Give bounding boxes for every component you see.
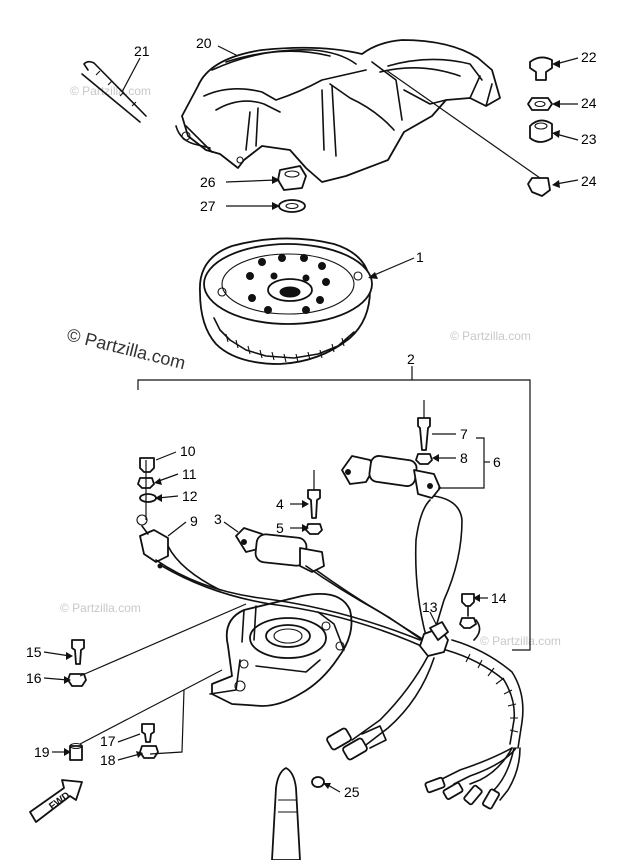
screw-part-7 [417, 417, 431, 451]
hose-part-21 [81, 60, 147, 123]
callout-6: 6 [493, 454, 501, 470]
nut-part-24-lower [527, 177, 551, 197]
watermark-top-left: © Partzilla.com [70, 84, 151, 98]
callout-7: 7 [460, 426, 468, 442]
flywheel-holes [246, 254, 330, 314]
watermark-mid-right: © Partzilla.com [450, 329, 531, 343]
callout-21: 21 [134, 43, 150, 59]
callout-1: 1 [416, 249, 424, 265]
callout-24-upper: 24 [581, 95, 597, 111]
callout-5: 5 [276, 520, 284, 536]
callout-3: 3 [214, 511, 222, 527]
callout-10: 10 [180, 443, 196, 459]
washer-part-8 [415, 453, 433, 465]
screw-part-14 [459, 593, 481, 641]
key-part-25 [311, 776, 325, 788]
callout-17: 17 [100, 733, 116, 749]
screw-part-4 [307, 489, 321, 519]
screw-part-10 [139, 457, 155, 473]
washer-part-18 [139, 745, 159, 759]
flywheel-cover-part-20 [175, 39, 501, 183]
screw-part-17 [141, 723, 155, 743]
stator-base-plate [209, 592, 353, 707]
washer-part-5 [305, 523, 323, 535]
callout-20: 20 [196, 35, 212, 51]
callout-25: 25 [344, 784, 360, 800]
charge-coil-part-3 [235, 527, 325, 573]
callout-19: 19 [34, 744, 50, 760]
pulser-coil-part-6 [341, 455, 441, 499]
watermark-bottom-right: © Partzilla.com [480, 634, 561, 648]
callout-12: 12 [182, 488, 198, 504]
callout-numbers: 20 21 22 24 23 24 26 27 1 2 10 11 12 9 3… [26, 35, 597, 800]
screw-part-15 [71, 639, 85, 665]
fwd-arrow: FWD [29, 779, 83, 823]
grommet-part-23 [529, 119, 553, 143]
callout-26: 26 [200, 174, 216, 190]
callout-15: 15 [26, 644, 42, 660]
callout-16: 16 [26, 670, 42, 686]
flywheel-part-1 [199, 237, 373, 365]
callout-24-lower: 24 [581, 173, 597, 189]
callout-13: 13 [422, 599, 438, 615]
wiring-harness [155, 495, 524, 801]
callout-8: 8 [460, 450, 468, 466]
washer-part-27 [278, 199, 306, 213]
watermark-main: © Partzilla.com [65, 324, 188, 373]
callout-22: 22 [581, 49, 597, 65]
assembly-lines [79, 400, 425, 755]
washer-part-12 [139, 493, 157, 503]
callout-18: 18 [100, 752, 116, 768]
callout-11: 11 [182, 466, 197, 482]
connectors [326, 725, 500, 810]
nut-part-24-upper [527, 97, 553, 111]
clamp-part-13 [429, 621, 449, 641]
callout-14: 14 [491, 590, 507, 606]
callout-2: 2 [407, 351, 415, 367]
callout-4: 4 [276, 496, 284, 512]
callout-leaders [43, 45, 579, 793]
assembly-line-24 [385, 69, 541, 179]
watermark-bottom-left: © Partzilla.com [60, 601, 141, 615]
callout-27: 27 [200, 198, 216, 214]
crankshaft-end [271, 767, 301, 860]
coil-part-9 [136, 514, 169, 569]
callout-9: 9 [190, 513, 198, 529]
group-bracket-part-2 [137, 366, 531, 651]
collar-part-19 [69, 742, 83, 761]
knob-part-22 [529, 56, 553, 81]
nut-part-26 [277, 165, 307, 191]
callout-23: 23 [581, 131, 597, 147]
